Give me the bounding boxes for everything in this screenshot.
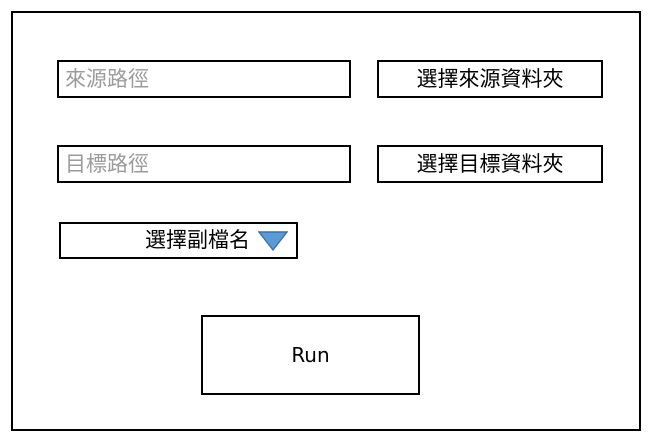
file-extension-dropdown-label: 選擇副檔名 — [145, 228, 250, 252]
select-target-folder-button[interactable]: 選擇目標資料夾 — [377, 145, 603, 183]
target-path-input[interactable]: 目標路徑 — [57, 145, 351, 183]
run-button-label: Run — [291, 343, 330, 367]
run-button[interactable]: Run — [201, 315, 420, 395]
app-window: 來源路徑 選擇來源資料夾 目標路徑 選擇目標資料夾 選擇副檔名 Run — [11, 11, 641, 431]
select-source-folder-button[interactable]: 選擇來源資料夾 — [377, 60, 603, 98]
select-source-folder-label: 選擇來源資料夾 — [416, 66, 564, 91]
chevron-down-icon[interactable] — [257, 230, 289, 252]
select-target-folder-label: 選擇目標資料夾 — [416, 151, 564, 176]
source-path-input[interactable]: 來源路徑 — [57, 60, 351, 98]
target-path-placeholder: 目標路徑 — [65, 151, 149, 176]
file-extension-dropdown[interactable]: 選擇副檔名 — [59, 222, 298, 259]
source-path-placeholder: 來源路徑 — [65, 66, 149, 91]
